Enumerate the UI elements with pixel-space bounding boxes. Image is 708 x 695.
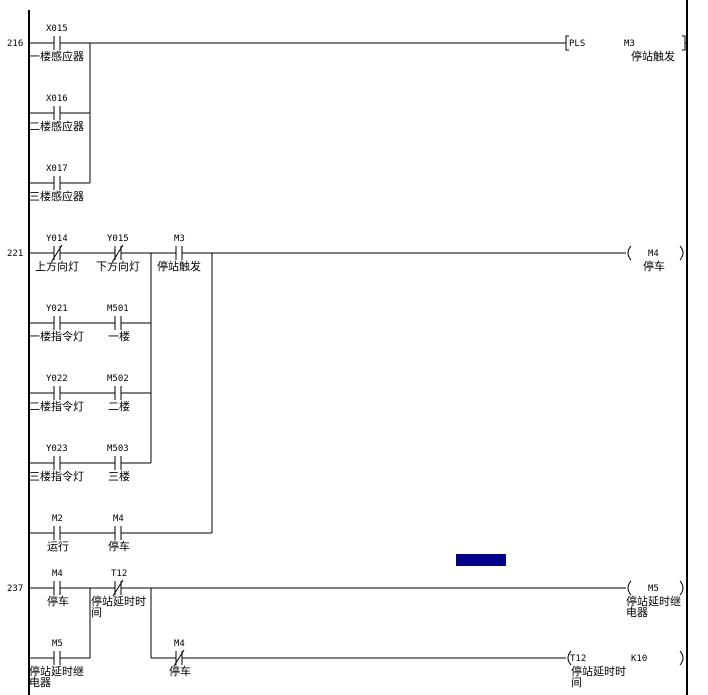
- output-pls-m3[interactable]: PLS M3 停站触发: [565, 35, 687, 63]
- contact-m503[interactable]: M503 三楼: [107, 444, 130, 483]
- contact-comment: 一楼感应器: [29, 49, 84, 63]
- contact-comment: 二楼: [108, 399, 130, 413]
- svg-text:Y021: Y021: [46, 304, 68, 314]
- contact-comment: 停车: [108, 539, 130, 553]
- contact-y015[interactable]: Y015 下方向灯: [96, 234, 140, 273]
- contact-y023[interactable]: Y023 三楼指令灯: [29, 444, 84, 483]
- timer-coil-t12[interactable]: T12 K10 停站延时时 间: [567, 650, 684, 689]
- svg-text:Y015: Y015: [107, 234, 129, 244]
- contact-x017[interactable]: X017 三楼感应器: [29, 164, 84, 203]
- svg-text:X017: X017: [46, 164, 68, 174]
- svg-text:Y023: Y023: [46, 444, 68, 454]
- contact-x015[interactable]: X015 一楼感应器: [29, 24, 84, 63]
- output-coil-m4[interactable]: M4 停车: [627, 245, 684, 273]
- contact-comment: 间: [91, 606, 102, 619]
- output-comment: 停站延时继: [626, 594, 681, 608]
- contact-m3[interactable]: M3 停站触发: [157, 234, 201, 273]
- contact-comment: 运行: [47, 540, 69, 553]
- svg-text:M502: M502: [107, 374, 129, 384]
- svg-text:Y014: Y014: [46, 234, 68, 244]
- contact-y014[interactable]: Y014 上方向灯: [35, 234, 79, 273]
- nc-slash: [51, 244, 63, 262]
- svg-text:M503: M503: [107, 444, 129, 454]
- output-address: M5: [648, 584, 659, 594]
- output-comment: 停站触发: [631, 49, 675, 63]
- output-address: M3: [624, 39, 635, 49]
- svg-text:M4: M4: [174, 639, 185, 649]
- svg-text:M501: M501: [107, 304, 129, 314]
- contact-comment: 停车: [169, 664, 191, 678]
- contact-m2[interactable]: M2 运行: [47, 514, 69, 553]
- contact-y022[interactable]: Y022 二楼指令灯: [29, 374, 84, 413]
- contact-m502[interactable]: M502 二楼: [107, 374, 130, 413]
- contact-m4-selfhold[interactable]: M4 停车: [108, 514, 130, 553]
- output-comment: 电器: [626, 606, 648, 619]
- nc-slash: [112, 244, 124, 262]
- svg-text:Y022: Y022: [46, 374, 68, 384]
- timer-comment: 间: [571, 676, 582, 689]
- nc-slash: [112, 579, 124, 597]
- timer-address: T12: [570, 654, 586, 664]
- contact-comment: 停站触发: [157, 259, 201, 273]
- timer-setting: K10: [631, 654, 647, 664]
- contact-comment: 停站延时继: [29, 664, 84, 678]
- instruction-label: PLS: [569, 39, 585, 49]
- svg-text:X015: X015: [46, 24, 68, 34]
- contact-m501[interactable]: M501 一楼: [107, 304, 130, 343]
- svg-text:M4: M4: [52, 569, 63, 579]
- contact-t12[interactable]: T12 停站延时时 间: [91, 569, 146, 619]
- contact-comment: 一楼指令灯: [29, 329, 84, 343]
- contact-comment: 三楼指令灯: [29, 469, 84, 483]
- contact-comment: 停站延时时: [91, 594, 146, 608]
- svg-text:M3: M3: [174, 234, 185, 244]
- step-number-237: 237: [7, 584, 23, 594]
- contact-m4-nc[interactable]: M4 停车: [169, 639, 191, 678]
- output-address: M4: [648, 249, 659, 259]
- contact-comment: 一楼: [108, 329, 130, 343]
- step-number-216: 216: [7, 39, 23, 49]
- contact-comment: 三楼: [108, 469, 130, 483]
- svg-text:M4: M4: [113, 514, 124, 524]
- output-coil-m5[interactable]: M5 停站延时继 电器: [626, 580, 684, 619]
- contact-comment: 三楼感应器: [29, 189, 84, 203]
- contact-comment: 电器: [29, 676, 51, 689]
- contact-m5[interactable]: M5 停站延时继 电器: [29, 639, 84, 689]
- svg-text:T12: T12: [111, 569, 127, 579]
- contact-m4[interactable]: M4 停车: [47, 569, 69, 608]
- contact-comment: 停车: [47, 594, 69, 608]
- step-number-221: 221: [7, 249, 23, 259]
- contact-comment: 上方向灯: [35, 259, 79, 273]
- contact-comment: 二楼指令灯: [29, 399, 84, 413]
- svg-text:M2: M2: [52, 514, 63, 524]
- timer-comment: 停站延时时: [571, 664, 626, 678]
- selection-cursor[interactable]: [456, 554, 506, 566]
- svg-text:M5: M5: [52, 639, 63, 649]
- contact-y021[interactable]: Y021 一楼指令灯: [29, 304, 84, 343]
- output-comment: 停车: [643, 259, 665, 273]
- contact-comment: 二楼感应器: [29, 119, 84, 133]
- contact-comment: 下方向灯: [96, 259, 140, 273]
- nc-slash: [173, 649, 185, 667]
- contact-x016[interactable]: X016 二楼感应器: [29, 94, 84, 133]
- svg-text:X016: X016: [46, 94, 68, 104]
